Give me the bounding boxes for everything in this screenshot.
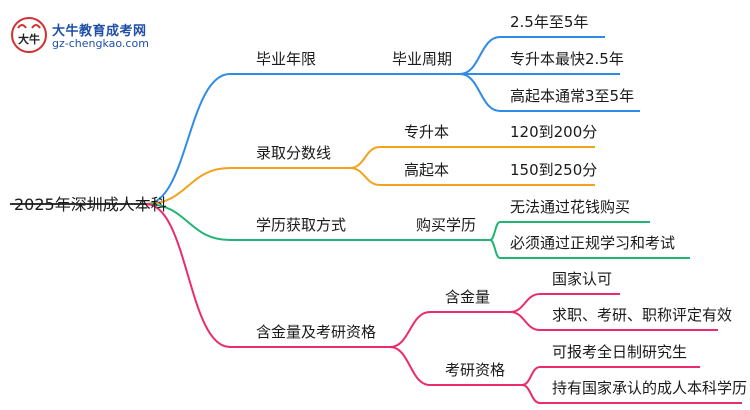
leaf-2-5-to-5-years: 2.5年至5年 <box>510 13 589 31</box>
node-zsb-score: 专升本 <box>404 123 450 141</box>
edge-leaf-3-0-1 <box>509 311 541 331</box>
leaf-zsb-fastest: 专升本最快2.5年 <box>510 50 624 68</box>
edge-leaf-3-0-0 <box>509 293 541 313</box>
edge-branch-1-child-1 <box>349 167 381 186</box>
edge-root-branch-1 <box>145 167 231 205</box>
edge-leaf-3-1-1 <box>521 384 541 404</box>
node-graduation-cycle: 毕业周期 <box>392 50 453 68</box>
edge-leaf-2-0-0 <box>489 221 501 241</box>
edge-branch-3-child-0 <box>389 311 431 348</box>
node-buy-degree: 购买学历 <box>416 216 477 234</box>
edge-root-branch-3 <box>145 203 231 348</box>
leaf-state-recognized: 国家认可 <box>552 270 613 288</box>
leaf-gqb-usual: 高起本通常3至5年 <box>510 87 635 105</box>
branch-value-and-postgrad: 含金量及考研资格 <box>256 323 377 341</box>
branch-graduation-years: 毕业年限 <box>256 50 317 68</box>
leaf-zsb-range: 120到200分 <box>510 123 598 141</box>
leaf-must-study: 必须通过正规学习和考试 <box>510 234 676 252</box>
edge-leaf-0-0-0 <box>459 36 501 75</box>
leaf-fulltime-postgrad: 可报考全日制研究生 <box>552 343 688 361</box>
logo-url: gz-chengkao.com <box>52 37 149 50</box>
edge-branch-1-child-0 <box>349 146 381 169</box>
edge-leaf-0-0-2 <box>459 73 501 112</box>
branch-degree-acquisition: 学历获取方式 <box>256 216 347 234</box>
bull-logo-icon: 大牛 <box>11 17 47 53</box>
leaf-recognized-degree: 持有国家承认的成人本科学历 <box>552 379 748 397</box>
edge-branch-3-child-1 <box>389 346 431 386</box>
node-postgrad-eligibility: 考研资格 <box>445 361 506 379</box>
logo-mark-text: 大牛 <box>18 32 40 46</box>
site-logo[interactable]: 大牛 大牛教育成考网 gz-chengkao.com <box>10 16 160 54</box>
leaf-gqb-range: 150到250分 <box>510 161 598 179</box>
branch-admission-scores: 录取分数线 <box>256 144 332 162</box>
leaf-cannot-buy: 无法通过花钱购买 <box>510 198 631 216</box>
root-node: 2025年深圳成人本科 <box>14 195 167 214</box>
edge-root-branch-0 <box>145 73 231 205</box>
edge-root-branch-2 <box>145 203 231 241</box>
logo-title: 大牛教育成考网 <box>52 24 147 39</box>
edge-leaf-2-0-1 <box>489 239 501 259</box>
node-gqb-score: 高起本 <box>404 161 450 179</box>
leaf-valid-uses: 求职、考研、职称评定有效 <box>552 306 733 324</box>
edge-leaf-3-1-0 <box>521 366 541 386</box>
node-value: 含金量 <box>445 288 491 306</box>
